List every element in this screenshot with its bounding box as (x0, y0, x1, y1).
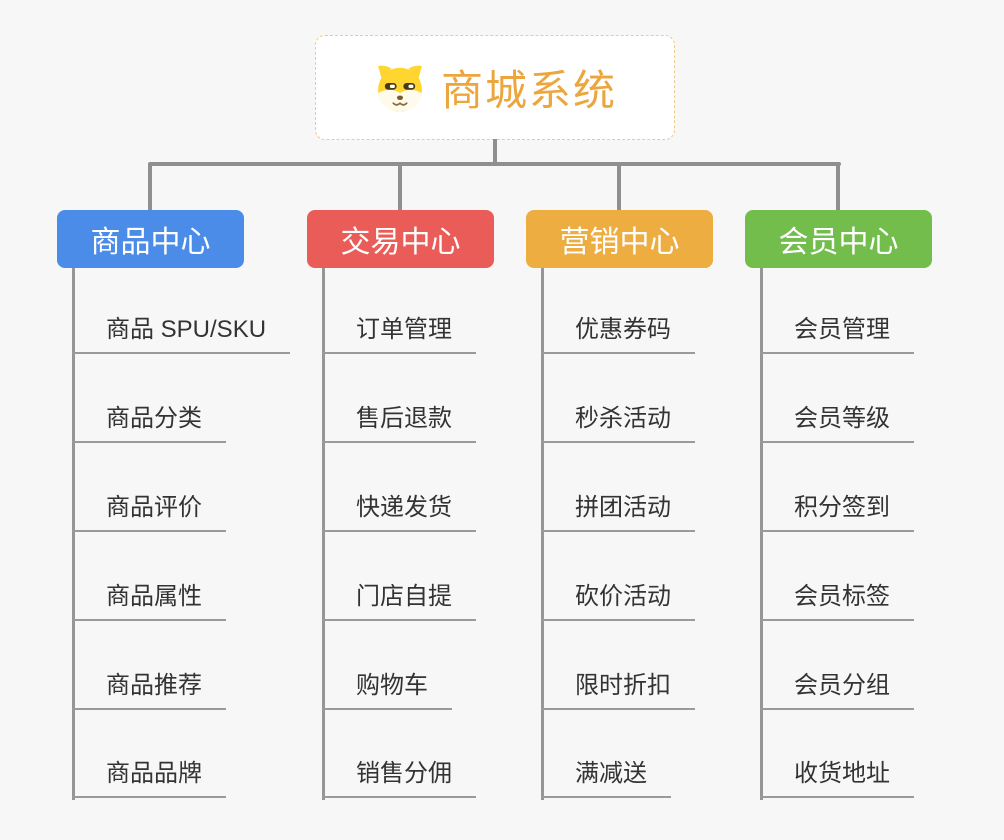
leaf-node[interactable]: 会员管理 (760, 313, 914, 354)
connector-drop-member (836, 164, 840, 210)
leaf-node[interactable]: 商品推荐 (72, 669, 226, 710)
leaf-node[interactable]: 满减送 (541, 757, 671, 798)
leaf-node[interactable]: 会员分组 (760, 669, 914, 710)
leaf-node[interactable]: 积分签到 (760, 491, 914, 532)
leaf-node[interactable]: 商品评价 (72, 491, 226, 532)
leaf-column-marketing-center: 优惠券码 秒杀活动 拼团活动 砍价活动 限时折扣 满减送 (526, 268, 776, 808)
connector-drop-marketing (617, 164, 621, 210)
branch-label: 营销中心 (559, 226, 680, 259)
leaf-node[interactable]: 会员标签 (760, 580, 914, 621)
connector-branch-vline (322, 268, 325, 800)
leaf-column-member-center: 会员管理 会员等级 积分签到 会员标签 会员分组 收货地址 (745, 268, 995, 808)
leaf-node[interactable]: 商品分类 (72, 402, 226, 443)
leaf-node[interactable]: 商品属性 (72, 580, 226, 621)
leaf-node[interactable]: 商品品牌 (72, 757, 226, 798)
branch-node-member-center[interactable]: 会员中心 (745, 210, 932, 268)
connector-horizontal-bar (148, 162, 841, 166)
leaf-node[interactable]: 订单管理 (322, 313, 476, 354)
connector-branch-vline (541, 268, 544, 800)
leaf-node[interactable]: 快递发货 (322, 491, 476, 532)
leaf-node[interactable]: 商品 SPU/SKU (72, 313, 291, 354)
leaf-node[interactable]: 收货地址 (760, 757, 914, 798)
connector-drop-product (148, 164, 152, 210)
branch-label: 会员中心 (778, 226, 899, 259)
branch-node-trade-center[interactable]: 交易中心 (307, 210, 494, 268)
branch-label: 商品中心 (90, 226, 211, 259)
root-node-mall-system[interactable]: 商城系统 (315, 35, 675, 140)
leaf-node[interactable]: 会员等级 (760, 402, 914, 443)
branch-node-product-center[interactable]: 商品中心 (57, 210, 244, 268)
connector-branch-vline (72, 268, 75, 800)
leaf-node[interactable]: 销售分佣 (322, 757, 476, 798)
connector-branch-vline (760, 268, 763, 800)
leaf-node[interactable]: 砍价活动 (541, 580, 695, 621)
leaf-node[interactable]: 门店自提 (322, 580, 476, 621)
leaf-column-product-center: 商品 SPU/SKU 商品分类 商品评价 商品属性 商品推荐 商品品牌 (57, 268, 307, 808)
branch-label: 交易中心 (340, 226, 461, 259)
connector-root-trunk (493, 139, 497, 164)
branch-node-marketing-center[interactable]: 营销中心 (526, 210, 713, 268)
leaf-column-trade-center: 订单管理 售后退款 快递发货 门店自提 购物车 销售分佣 (307, 268, 557, 808)
dog-face-icon (373, 61, 427, 115)
leaf-node[interactable]: 拼团活动 (541, 491, 695, 532)
connector-drop-trade (398, 164, 402, 210)
root-title: 商城系统 (440, 67, 617, 114)
leaf-node[interactable]: 优惠券码 (541, 313, 695, 354)
leaf-node[interactable]: 售后退款 (322, 402, 476, 443)
leaf-node[interactable]: 秒杀活动 (541, 402, 695, 443)
leaf-node[interactable]: 购物车 (322, 669, 452, 710)
leaf-node[interactable]: 限时折扣 (541, 669, 695, 710)
